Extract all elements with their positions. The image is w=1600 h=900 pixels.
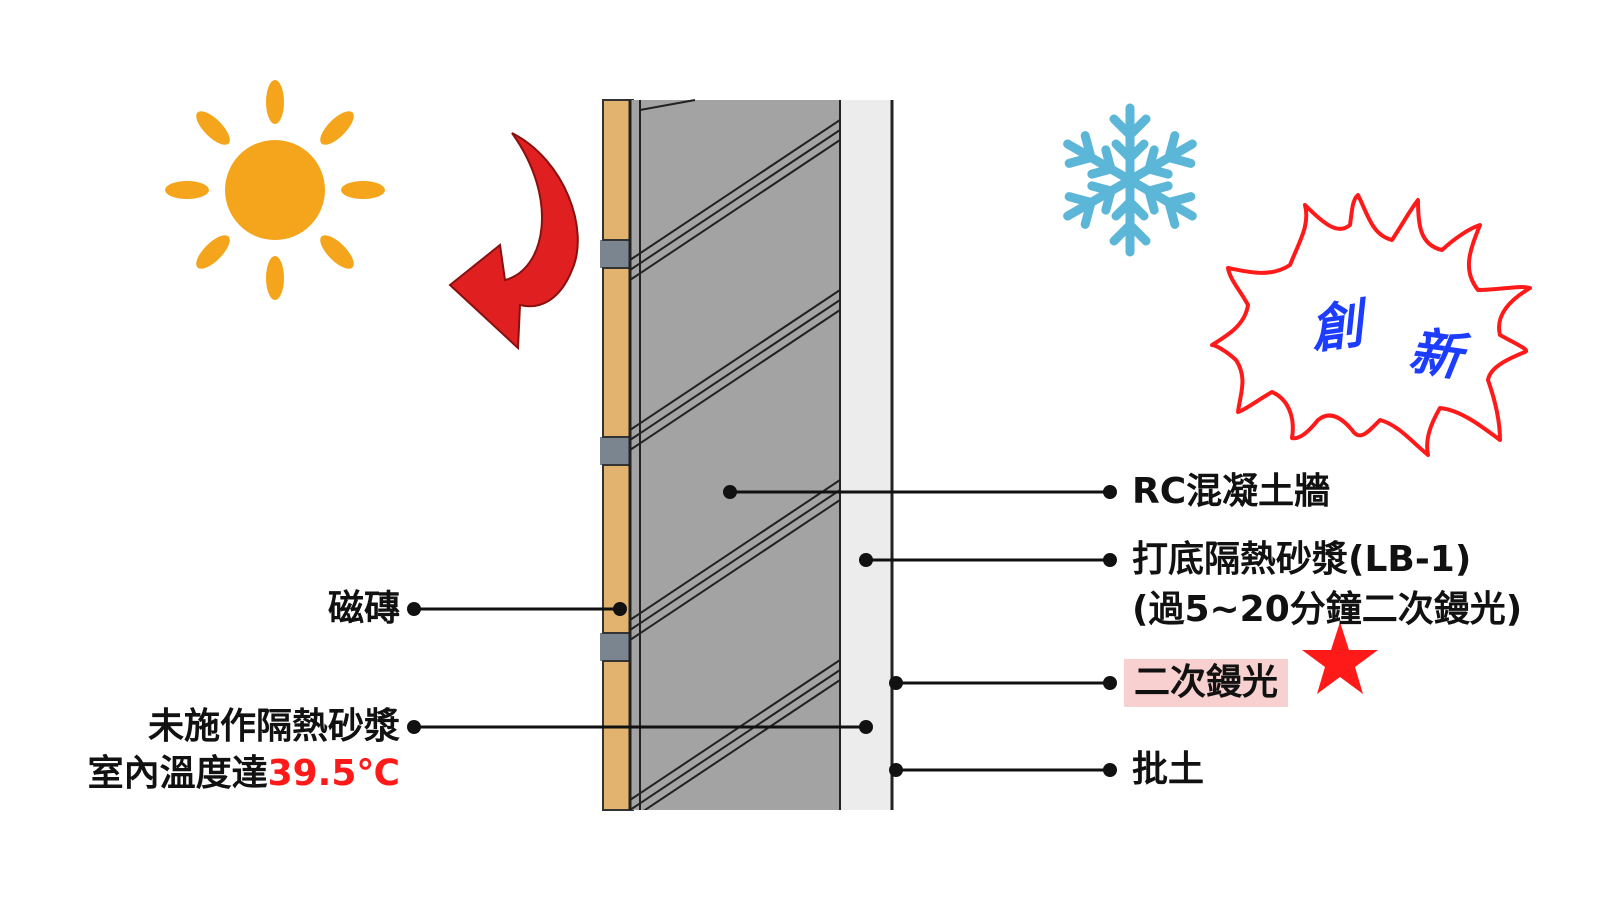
curved-arrow-icon (448, 132, 579, 351)
no-mortar-label: 未施作隔熱砂漿 (147, 706, 400, 747)
rc-wall-label: RC混凝土牆 (1132, 471, 1331, 512)
indoor-temperature-prefix: 室內溫度達 (87, 753, 268, 794)
tile-layer (600, 99, 634, 811)
concrete-layer (628, 99, 840, 810)
base-mortar-label: 打底隔熱砂漿(LB-1) (1132, 539, 1472, 580)
sun-icon (165, 80, 385, 300)
innovation-badge-char-2: 新 (1405, 320, 1466, 389)
snowflake-icon (1063, 103, 1197, 257)
second-trowel-label: 二次鏝光 (1124, 659, 1289, 707)
tile-label: 磁磚 (327, 588, 400, 629)
putty-label: 批土 (1132, 749, 1205, 790)
indoor-temperature-label: 室內溫度達39.5℃ (40, 752, 400, 796)
mortar-layer (839, 100, 894, 810)
innovation-badge-char-1: 創 (1306, 293, 1367, 362)
burst-icon (1210, 193, 1532, 457)
star-icon (1302, 622, 1378, 694)
indoor-temperature-value: 39.5℃ (267, 753, 400, 794)
leader-lines (407, 485, 1117, 777)
base-mortar-note: (過5~20分鐘二次鏝光) (1132, 589, 1523, 630)
